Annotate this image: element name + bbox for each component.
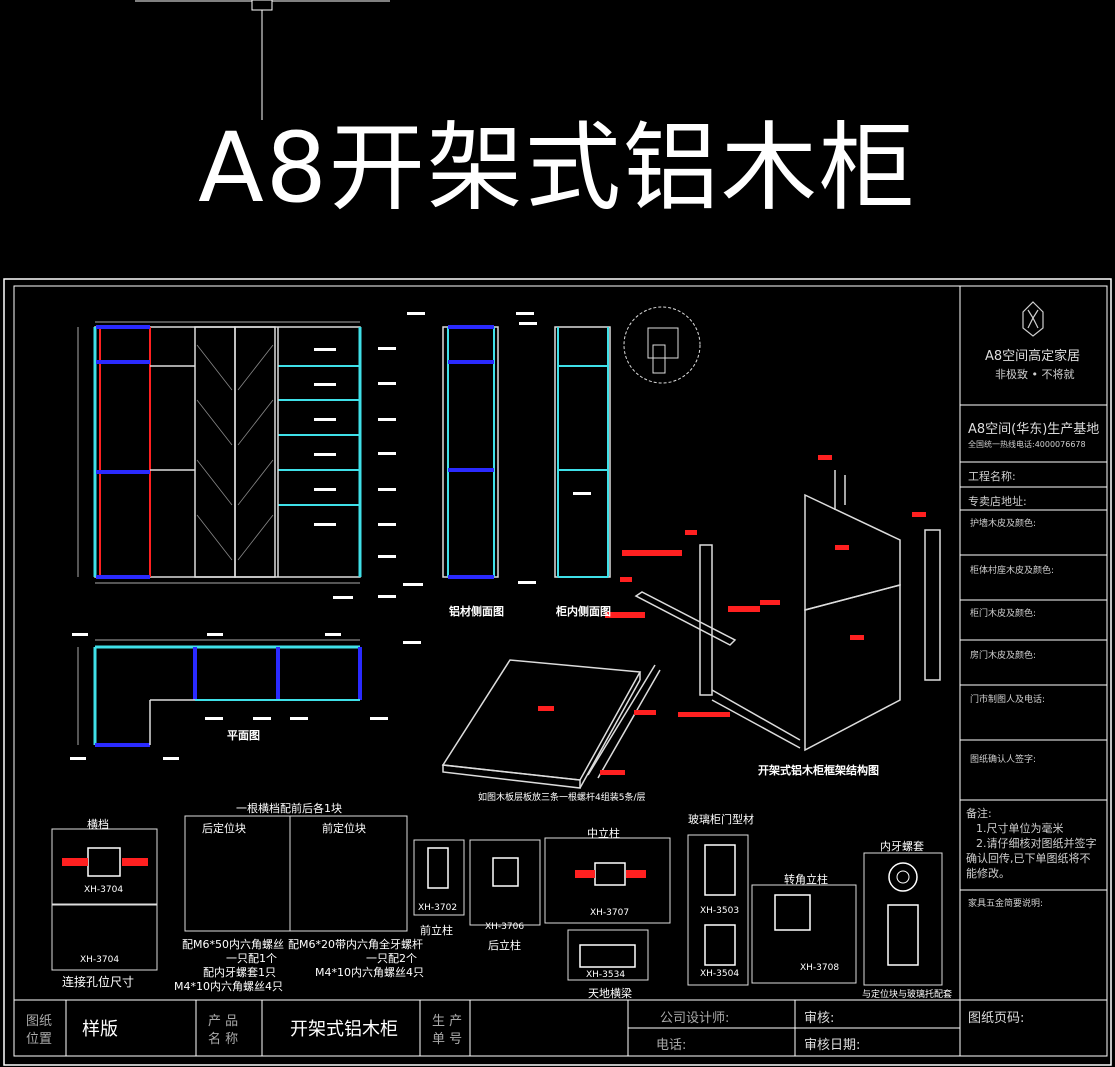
footer-order-1: 生 产 [432, 1014, 463, 1029]
confirm-field: 图纸确认人签字: [970, 755, 1037, 765]
hotline: 全国统一热线电话:4000076678 [968, 440, 1086, 449]
rear-note-1: 配M6*50内六角螺丝 [182, 938, 284, 951]
label-top-panel-note: 如图木板层板放三条一根螺杆4组装5条/层 [478, 793, 646, 803]
glass-door-title: 玻璃柜门型材 [688, 813, 754, 826]
thread-sleeve-title: 内牙螺套 [880, 840, 924, 853]
xh3707: XH-3707 [590, 908, 630, 918]
crossbar-note: 一根横档配前后各1块 [236, 802, 342, 815]
dimension-tags [70, 312, 591, 760]
xh3534: XH-3534 [586, 970, 626, 980]
wall-color-field: 护墙木皮及颜色: [970, 519, 1037, 529]
exploded-frame [634, 470, 941, 752]
drafter-field: 门市制图人及电话: [970, 695, 1046, 705]
label-exploded: 开架式铝木柜框架结构图 [758, 764, 879, 777]
hole-size-title: 连接孔位尺寸 [62, 975, 135, 989]
door-color-field: 柜门木皮及颜色: [970, 609, 1037, 619]
sheet-frame [3, 278, 1112, 1066]
footer-drawing-pos-1: 图纸 [26, 1014, 53, 1029]
brand-name: A8空间高定家居 [985, 349, 1081, 364]
xh3706: XH-3706 [485, 922, 525, 932]
footer-product-1: 产 品 [208, 1014, 239, 1029]
xh3708: XH-3708 [800, 963, 840, 973]
footer-product-2: 名 称 [208, 1032, 239, 1047]
xh3704-a: XH-3704 [84, 885, 124, 895]
brand-slogan: 非极致 • 不将就 [995, 368, 1075, 381]
rear-note-2: 一只配1个 [226, 952, 277, 965]
project-field: 工程名称: [968, 470, 1016, 483]
aluminum-side-section [442, 325, 499, 579]
corner-post-title: 转角立柱 [784, 873, 828, 886]
front-note-2: 一只配2个 [366, 952, 417, 965]
footer-product-name: 开架式铝木柜 [290, 1019, 398, 1040]
xh3702: XH-3702 [418, 903, 458, 913]
crossbar-title: 横档 [87, 818, 109, 831]
hardware-field: 家具五金简要说明: [968, 899, 1044, 909]
rear-note-3: 配内牙螺套1只 [203, 966, 276, 979]
mid-post-title: 中立柱 [587, 827, 620, 840]
page-title: A8开架式铝木柜 [198, 112, 917, 224]
label-plan: 平面图 [227, 729, 260, 742]
top-panel-isometric [441, 659, 661, 789]
front-note-3: M4*10内六角螺丝4只 [315, 966, 424, 979]
brand-logo-icon [1022, 301, 1044, 337]
factory-name: A8空间(华东)生产基地 [968, 422, 1100, 437]
footer-phone: 电话: [656, 1038, 687, 1053]
rear-note-4: M4*10内六角螺丝4只 [174, 980, 283, 993]
footer-designer: 公司设计师: [660, 1011, 730, 1026]
front-post-title: 前立柱 [420, 924, 453, 937]
detail-boxes [51, 815, 943, 986]
footer-review-date: 审核日期: [804, 1038, 861, 1053]
remark-1: 1.尺寸单位为毫米 [976, 822, 1064, 835]
front-note-1: 配M6*20带内六角全牙螺杆 [288, 938, 423, 951]
remark-4: 能修改。 [966, 867, 1010, 880]
xh3503: XH-3503 [700, 906, 740, 916]
footer-sample: 样版 [82, 1019, 118, 1040]
store-field: 专卖店地址: [968, 495, 1027, 508]
remark-2: 2.请仔细核对图纸并签字 [976, 837, 1097, 850]
front-block-title: 前定位块 [322, 822, 366, 835]
plan-view [77, 639, 362, 747]
ceiling-beam-title: 天地横梁 [588, 987, 632, 1000]
xh3704-b: XH-3704 [80, 955, 120, 965]
label-side-section: 铝材侧面图 [449, 605, 504, 618]
detail-callout-circle [623, 306, 701, 384]
red-tag-markers [62, 455, 926, 878]
inner-side-section [554, 326, 611, 578]
remark-3: 确认回传,已下单图纸将不 [966, 852, 1091, 865]
footer-page: 图纸页码: [968, 1011, 1025, 1026]
thread-note: 与定位块与玻璃托配套 [862, 990, 953, 1000]
body-color-field: 柜体村座木皮及颜色: [970, 566, 1055, 576]
footer-drawing-pos-2: 位置 [26, 1032, 53, 1047]
rear-block-title: 后定位块 [202, 822, 246, 835]
front-elevation [77, 321, 362, 584]
title-hanger [135, 0, 390, 120]
label-inner-side: 柜内侧面图 [556, 605, 611, 618]
footer-order-2: 单 号 [432, 1032, 463, 1047]
remark-title: 备注: [966, 807, 992, 820]
footer-review: 审核: [804, 1011, 835, 1026]
room-door-field: 房门木皮及颜色: [970, 651, 1037, 661]
rear-post-title: 后立柱 [488, 939, 521, 952]
xh3504: XH-3504 [700, 969, 740, 979]
